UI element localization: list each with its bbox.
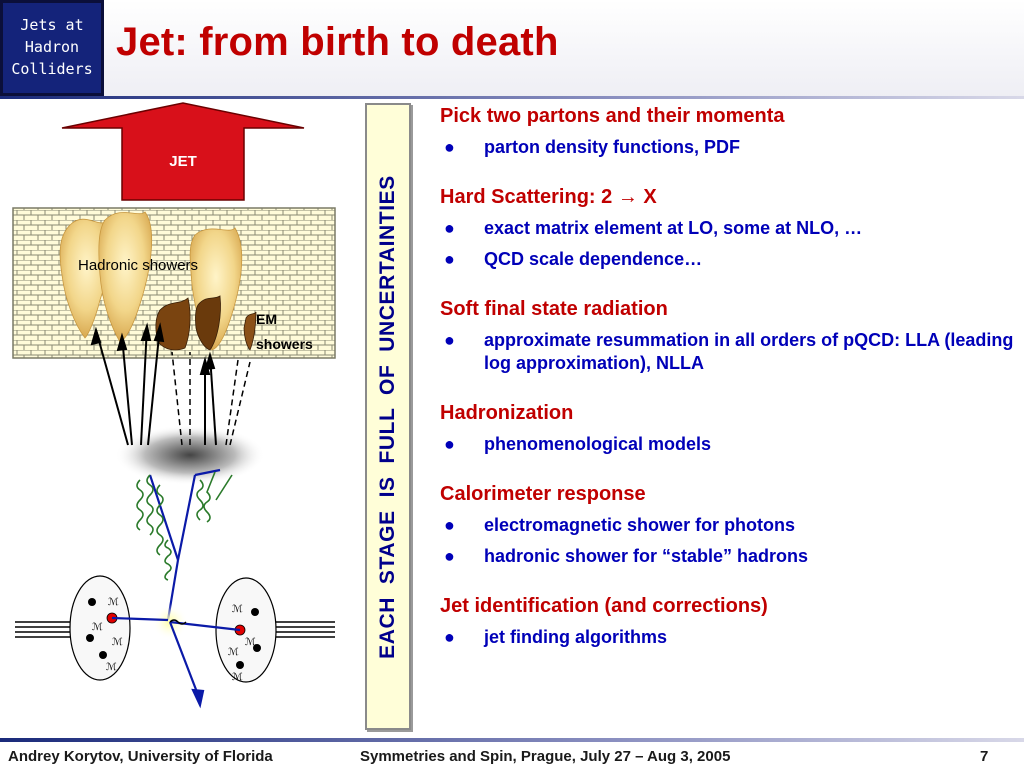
bullet-item: ● approximate resummation in all orders o… — [440, 329, 1020, 375]
jet-arrow — [61, 102, 305, 201]
footer-bar: Andrey Korytov, University of Florida Sy… — [0, 742, 1024, 768]
bullet-dot: ● — [444, 434, 455, 454]
footer-divider — [0, 738, 1024, 742]
bullet-text: parton density functions, PDF — [484, 137, 741, 157]
hard-scatter-gluon — [169, 619, 187, 625]
bullet-item: ● jet finding algorithms — [440, 626, 1020, 649]
footer-author: Andrey Korytov, University of Florida — [8, 748, 273, 765]
stage-heading: Soft final state radiation — [440, 298, 668, 320]
svg-text:ℳ: ℳ — [108, 597, 119, 608]
hadronization-haze — [115, 425, 265, 485]
stage-heading: Calorimeter response — [440, 483, 646, 505]
bullet-dot: ● — [444, 137, 455, 157]
stage-heading: Hard Scattering: 2 → X — [440, 186, 657, 208]
em-shower-blobs — [155, 295, 257, 351]
bullet-text: phenomenological models — [484, 434, 712, 454]
svg-text:ℳ: ℳ — [106, 662, 117, 673]
stage-section: Hard Scattering: 2 → X ● exact matrix ele… — [440, 186, 1020, 271]
em-label-line1: EM — [256, 311, 277, 327]
header-bar — [0, 0, 1024, 98]
hadron-tracks — [90, 322, 217, 446]
bullet-dot: ● — [444, 330, 455, 350]
stage-section: Jet identification (and corrections) ● je… — [440, 595, 1020, 649]
photon-tracks — [171, 351, 251, 446]
svg-text:ℳ: ℳ — [232, 604, 243, 615]
stage-section: Hadronization ● phenomenological models — [440, 402, 1020, 456]
bullet-item: ● phenomenological models — [440, 433, 1020, 456]
slide-title: Jet: from birth to death — [116, 20, 559, 64]
bullet-text: QCD scale dependence… — [484, 249, 703, 269]
bullet-text: exact matrix element at LO, some at NLO,… — [484, 218, 863, 238]
svg-text:ℳ: ℳ — [112, 637, 123, 648]
jet-evolution-diagram: JET Hadronic showers EM showers — [12, 102, 336, 709]
proton-left: ℳ ℳ ℳ ℳ — [69, 575, 131, 681]
stages-list: Pick two partons and their momenta ● part… — [440, 105, 1020, 676]
svg-text:ℳ: ℳ — [245, 637, 256, 648]
bullet-dot: ● — [444, 627, 455, 647]
svg-text:ℳ: ℳ — [228, 647, 239, 658]
gluon-radiation — [136, 471, 233, 581]
stage-heading: Pick two partons and their momenta — [440, 105, 785, 127]
stage-heading: Hadronization — [440, 402, 574, 424]
bullet-text: approximate resummation in all orders of… — [484, 330, 1014, 373]
uncertainty-banner: EACH STAGE IS FULL OF UNCERTAINTIES — [365, 103, 411, 730]
stage-section: Calorimeter response ● electromagnetic sh… — [440, 483, 1020, 568]
bullet-item: ● parton density functions, PDF — [440, 136, 1020, 159]
stage-section: Soft final state radiation ● approximate … — [440, 298, 1020, 375]
logo-box: Jets at Hadron Colliders — [0, 0, 104, 96]
bullet-text: electromagnetic shower for photons — [484, 515, 796, 535]
stage-heading: Jet identification (and corrections) — [440, 595, 768, 617]
logo-line: Colliders — [11, 60, 93, 78]
bullet-dot: ● — [444, 218, 455, 238]
bullet-dot: ● — [444, 515, 455, 535]
proton-right: ℳ ℳ ℳ ℳ — [215, 577, 277, 683]
svg-text:ℳ: ℳ — [92, 622, 103, 633]
uncertainty-banner-text: EACH STAGE IS FULL OF UNCERTAINTIES — [376, 174, 399, 659]
bullet-dot: ● — [444, 249, 455, 269]
footer-event: Symmetries and Spin, Prague, July 27 – A… — [360, 748, 731, 765]
svg-text:ℳ: ℳ — [232, 672, 243, 683]
header-divider — [0, 96, 1024, 99]
stage-section: Pick two partons and their momenta ● part… — [440, 105, 1020, 159]
bullet-item: ● exact matrix element at LO, some at NLO… — [440, 217, 1020, 240]
bullet-text: hadronic shower for “stable” hadrons — [484, 546, 809, 566]
bullet-dot: ● — [444, 546, 455, 566]
bullet-item: ● QCD scale dependence… — [440, 248, 1020, 271]
hadronic-showers-label: Hadronic showers — [78, 257, 198, 274]
bullet-item: ● hadronic shower for “stable” hadrons — [440, 545, 1020, 568]
bullet-item: ● electromagnetic shower for photons — [440, 514, 1020, 537]
logo-line: Jets at — [20, 16, 84, 34]
logo-line: Hadron — [24, 38, 80, 56]
bullet-text: jet finding algorithms — [484, 627, 667, 647]
page-number: 7 — [980, 748, 989, 765]
em-label-line2: showers — [256, 336, 313, 352]
jet-label: JET — [169, 153, 197, 170]
